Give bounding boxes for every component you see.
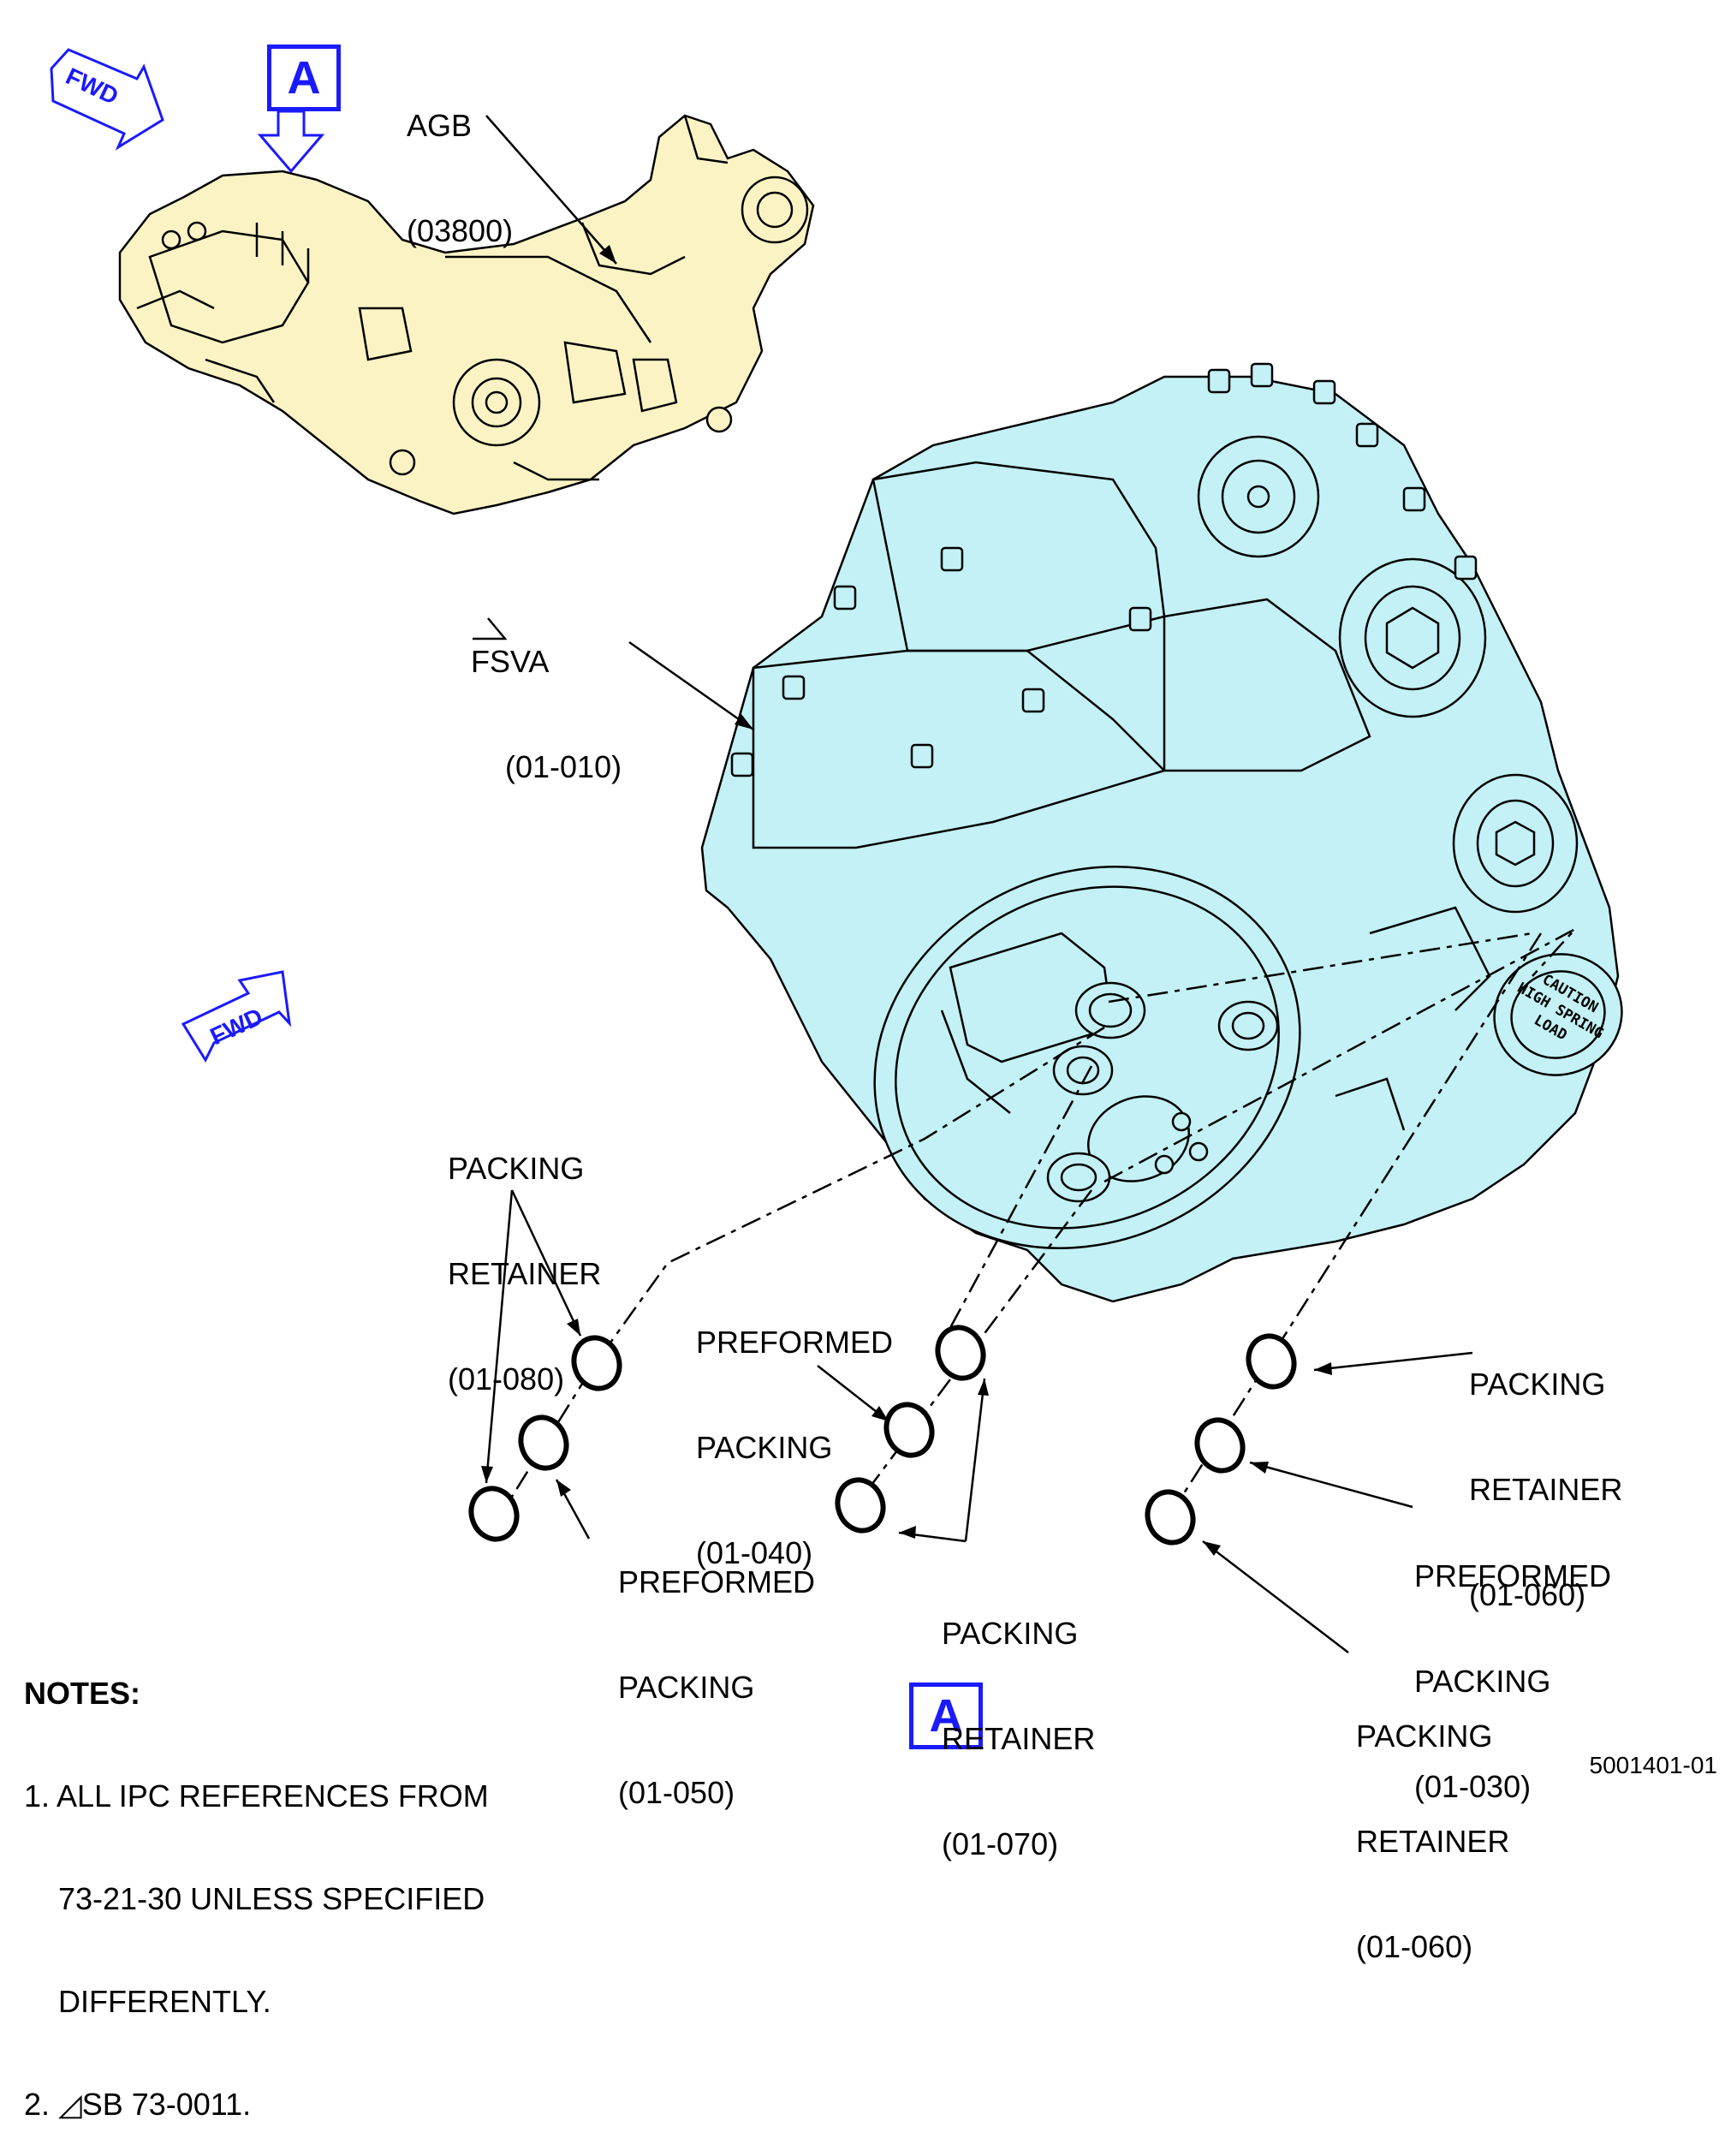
label-pr070-line-1: PACKING [942,1616,1079,1651]
agb-gearbox-illustration [118,114,815,515]
leader-arrowheads [481,245,1332,1556]
fsva-sb-flag-icon [473,617,507,640]
leader-lines [485,115,1473,1653]
label-pp030-line-2: PACKING [1414,1664,1551,1699]
label-pr070-line-3: (01-070) [942,1826,1059,1861]
fwd-arrow-bottom-shape [181,970,292,1063]
label-packing-retainer-060-bottom: PACKING RETAINER (01-060) [1356,1648,1509,1999]
label-pp050-line-1: PREFORMED [618,1564,816,1599]
label-packing-retainer-080: PACKING RETAINER (01-080) [448,1081,601,1432]
label-agb: AGB (03800) [407,38,513,283]
fwd-arrow-top-shape [50,48,164,151]
label-pp040-line-2: PACKING [696,1430,833,1465]
fwd-arrow-top: FWD [50,48,164,151]
label-pp040-line-1: PREFORMED [696,1325,894,1360]
label-pr080-line-2: RETAINER [448,1256,602,1291]
label-pr070-line-2: RETAINER [942,1721,1096,1756]
o-ring-preformed-packing-030 [1194,1417,1246,1474]
notes-line-2: 73-21-30 UNLESS SPECIFIED [24,1881,485,1916]
label-fsva-line-1: FSVA [471,644,550,679]
notes-title: NOTES: [24,1676,141,1711]
label-preformed-packing-040: PREFORMED PACKING (01-040) [696,1254,893,1605]
notes-line-1: 1. ALL IPC REFERENCES FROM [24,1778,489,1814]
label-pp040-line-3: (01-040) [696,1535,813,1570]
o-ring-packing-retainer-080-lower [468,1486,520,1542]
label-fsva: FSVA (01-010) [471,574,622,819]
o-ring-preformed-packing-040 [883,1402,935,1458]
label-agb-line-2: (03800) [407,213,514,248]
label-pr060bot-line-2: RETAINER [1356,1824,1510,1859]
notes-line-3: DIFFERENTLY. [24,1984,271,2019]
notes-line-4: 2. ◿SB 73-0011. [24,2087,252,2122]
label-fsva-line-2: (01-010) [505,749,622,784]
label-pp050-line-3: (01-050) [618,1775,735,1810]
notes-block: NOTES: 1. ALL IPC REFERENCES FROM 73-21-… [24,1608,489,2156]
label-preformed-packing-050: PREFORMED PACKING (01-050) [618,1494,815,1845]
label-pr080-line-3: (01-080) [448,1361,565,1397]
o-ring-preformed-packing-050 [518,1415,569,1471]
label-agb-line-1: AGB [407,108,473,143]
label-pp030-line-1: PREFORMED [1414,1558,1612,1593]
exploded-view-diagram: CAUTION HIGH SPRING LOAD FWD FWD [50,48,1623,1653]
label-pp050-line-2: PACKING [618,1670,755,1705]
label-pr060top-line-3: (01-060) [1469,1577,1586,1612]
view-a-down-arrow [257,110,325,174]
label-packing-retainer-060-top: PACKING RETAINER (01-060) [1469,1296,1622,1647]
view-a-marker-top: A [267,45,341,111]
label-pr060top-line-2: RETAINER [1469,1472,1623,1507]
fsva-illustration [700,362,1623,1303]
label-packing-retainer-070: PACKING RETAINER (01-070) [942,1546,1095,1897]
o-rings [468,1325,1297,1546]
o-ring-packing-retainer-070-lower [835,1477,886,1534]
label-pr060bot-line-1: PACKING [1356,1718,1493,1754]
label-pr060top-line-1: PACKING [1469,1367,1606,1402]
o-ring-packing-retainer-080-upper [571,1335,622,1391]
label-pr060bot-line-3: (01-060) [1356,1929,1473,1964]
fwd-arrow-bottom: FWD [181,970,292,1063]
o-ring-packing-retainer-070-upper [935,1325,986,1381]
o-ring-packing-retainer-060-upper [1246,1333,1297,1390]
label-pr080-line-1: PACKING [448,1151,585,1186]
o-ring-packing-retainer-060-lower [1145,1489,1196,1546]
figure-number: 5001401-01 [1589,1752,1717,1778]
view-a-marker-bottom: A [909,1683,983,1749]
